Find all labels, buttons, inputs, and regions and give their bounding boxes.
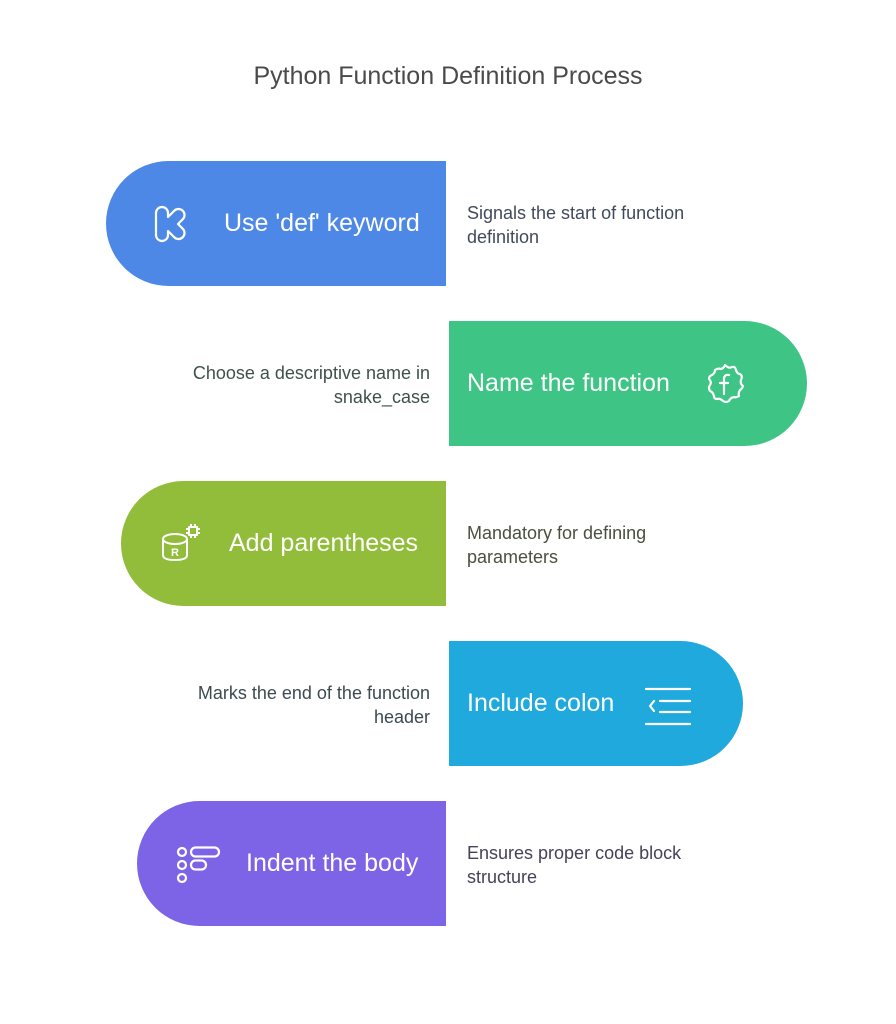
- indent-decrease-icon: [642, 679, 692, 729]
- step-label: Indent the body: [246, 849, 419, 877]
- keyword-k-icon: [144, 199, 194, 249]
- step-label: Use 'def' keyword: [224, 209, 420, 237]
- step-description: Mandatory for defining parameters: [467, 523, 647, 567]
- function-badge-icon: [700, 359, 750, 409]
- step-description: Marks the end of the function header: [197, 683, 430, 727]
- svg-text:R: R: [171, 547, 179, 559]
- step-name-function: Name the function: [449, 321, 807, 446]
- step-description: Ensures proper code block structure: [467, 843, 682, 887]
- step-indent-body: Indent the body: [137, 801, 446, 926]
- list-tree-icon: [173, 839, 223, 889]
- step-description: Signals the start of function definition: [467, 203, 685, 247]
- diagram-title: Python Function Definition Process: [253, 62, 643, 90]
- step-add-parentheses: R Add parentheses: [121, 481, 446, 606]
- step-use-def: Use 'def' keyword: [106, 161, 446, 286]
- step-label: Add parentheses: [229, 529, 419, 557]
- step-include-colon: Include colon: [449, 641, 743, 766]
- database-chip-icon: R: [157, 519, 207, 569]
- step-label: Name the function: [467, 369, 670, 397]
- step-description: Choose a descriptive name in snake_case: [192, 363, 430, 407]
- step-label: Include colon: [467, 689, 615, 717]
